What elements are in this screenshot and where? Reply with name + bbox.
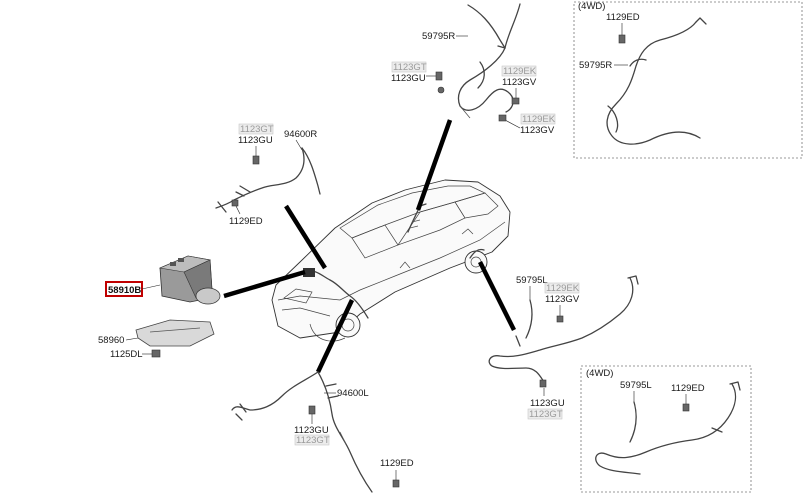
pointer-lines [223,119,517,373]
label-58960: 58960 [98,335,124,346]
label-94600l: 94600L [337,388,369,399]
label-1123gv-c: 1123GV [545,294,580,305]
label-1123gt-d: 1123GT [296,435,330,446]
label-4wd-bottom: (4WD) [586,368,613,379]
label-1129ed-a: 1129ED [606,12,640,23]
label-1129ed-c: 1129ED [380,458,414,469]
label-1123gv-a: 1123GV [502,77,537,88]
label-1129ek-a: 1129EK [503,66,537,77]
abs-bracket-58960: 58960 1125DL [98,319,215,360]
label-1123gv-b: 1123GV [520,125,555,136]
label-58910b[interactable]: 58910B [108,285,141,296]
label-1129ek-c: 1129EK [546,283,580,294]
label-1129ed-b: 1129ED [229,216,263,227]
label-1129ek-b: 1129EK [522,114,556,125]
label-1123gt-b: 1123GT [240,124,274,135]
label-1123gu-d: 1123GU [294,425,329,436]
label-59795l: 59795L [516,275,548,286]
label-1123gt-c: 1123GT [529,409,563,420]
label-1129ed-d: 1129ED [671,383,705,394]
4wd-top-inset: (4WD) 1129ED 59795R [573,1,803,159]
label-4wd-top: (4WD) [578,1,605,12]
label-1123gu-c: 1123GU [530,398,565,409]
rear-left-wheel-sensor: 59795L 1129EK 1123GV 1123GU 1123GT [488,275,639,420]
abs-module-on-car [303,268,315,277]
car-illustration [271,179,511,342]
4wd-bottom-inset: (4WD) 59795L 1129ED [580,365,752,493]
label-59795r-top: 59795R [422,31,455,42]
left-front-harness-94600l: 94600L 1123GU 1123GT 1129ED [231,371,414,493]
label-1123gu-a: 1123GU [391,73,426,84]
label-59795r-4wd: 59795R [579,60,612,71]
abs-module-58910b: 58910B [105,255,221,305]
label-59795l-4wd: 59795L [620,380,652,391]
right-front-harness-94600r: 1123GT 1123GU 94600R 1129ED [215,123,321,227]
label-94600r: 94600R [284,129,317,140]
label-1123gt-a: 1123GT [393,62,427,73]
label-1123gu-b: 1123GU [238,135,273,146]
front-right-wheel-sensor: 59795R 1123GT 1123GU 1129EK 1123GV 1129E… [391,3,556,136]
label-1125dl: 1125DL [110,349,143,360]
